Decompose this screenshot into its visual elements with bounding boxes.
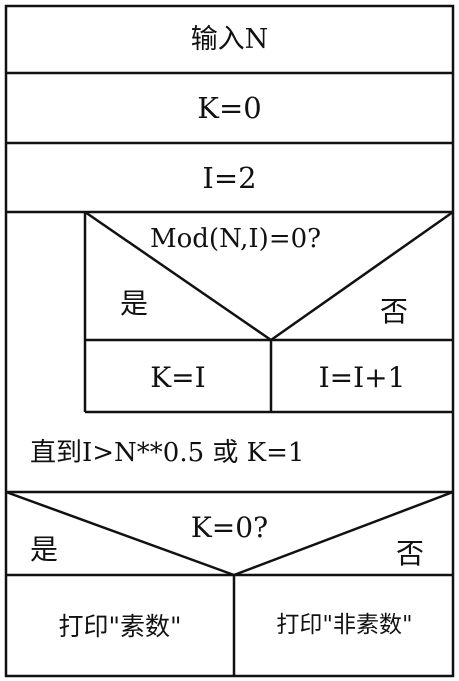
cond-no-label: 否 [380, 295, 409, 328]
decision-diag-right-2 [233, 490, 454, 577]
final-yes-label: 是 [30, 533, 59, 566]
decision-diag-left-2 [5, 490, 235, 577]
increment-i-step: I=I+1 [318, 361, 406, 394]
print-not-prime-step: 打印"非素数" [276, 612, 413, 638]
k-init-step: K=0 [197, 91, 262, 125]
final-condition-label: K=0? [190, 511, 269, 544]
decision-diag-right-1 [270, 210, 454, 342]
input-step: 输入N [190, 24, 269, 55]
condition-label: Mod(N,I)=0? [150, 224, 322, 254]
decision-diag-left-1 [84, 210, 272, 342]
print-prime-step: 打印"素数" [58, 612, 182, 641]
final-no-label: 否 [396, 537, 425, 570]
loop-until-label: 直到I>N**0.5 或 K=1 [30, 438, 305, 468]
i-init-step: I=2 [202, 161, 257, 195]
assign-k-step: K=I [150, 361, 206, 394]
cond-yes-label: 是 [120, 287, 149, 320]
